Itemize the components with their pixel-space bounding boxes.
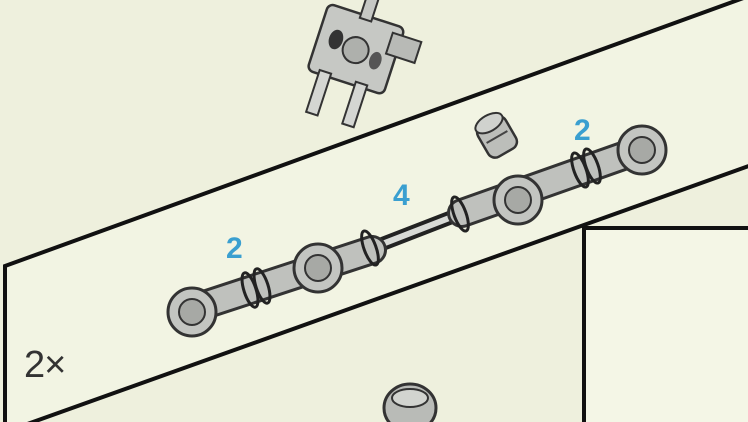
sub-assembly-panel (584, 228, 748, 422)
gear-icon (384, 384, 436, 422)
quantity-label-upper-right: 2 (574, 116, 591, 146)
quantity-label-axle: 4 (393, 181, 410, 211)
step-multiplier: 2× (24, 346, 65, 384)
quantity-label-lower-left: 2 (226, 234, 243, 264)
